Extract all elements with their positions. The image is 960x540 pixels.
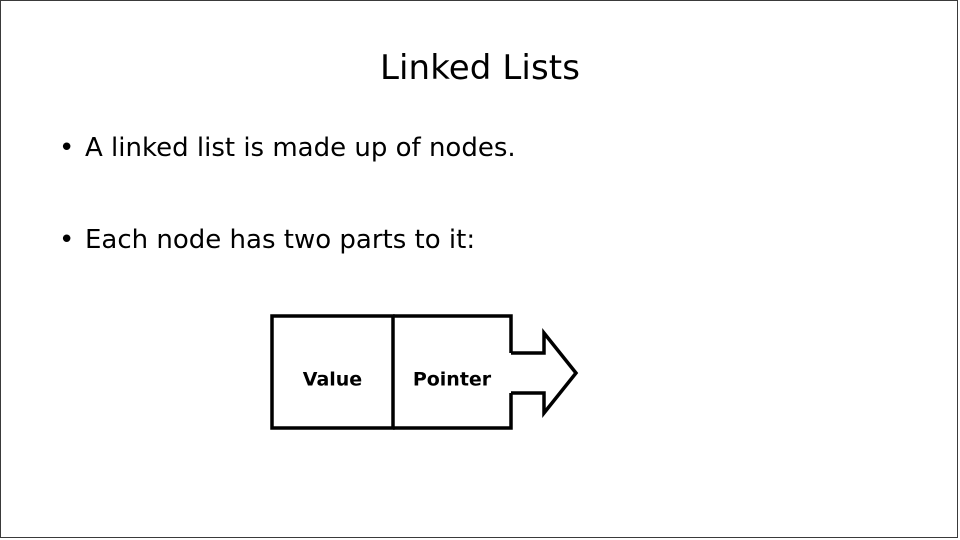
bullet-list: • A linked list is made up of nodes. • E… (57, 131, 757, 315)
node-diagram-svg: Value Pointer (270, 314, 579, 430)
linked-list-node-diagram: Value Pointer (263, 307, 593, 439)
pointer-arrow-icon (511, 328, 579, 418)
list-item: • Each node has two parts to it: (57, 223, 757, 257)
bullet-marker-icon: • (59, 133, 75, 163)
node-value-label: Value (303, 369, 362, 391)
bullet-text: A linked list is made up of nodes. (85, 133, 516, 163)
node-pointer-label: Pointer (413, 369, 492, 391)
page-title: Linked Lists (379, 48, 581, 88)
bullet-text: Each node has two parts to it: (85, 225, 476, 255)
bullet-marker-icon: • (59, 225, 75, 255)
list-item: • A linked list is made up of nodes. (57, 131, 757, 165)
node-pointer-cell (393, 314, 513, 430)
